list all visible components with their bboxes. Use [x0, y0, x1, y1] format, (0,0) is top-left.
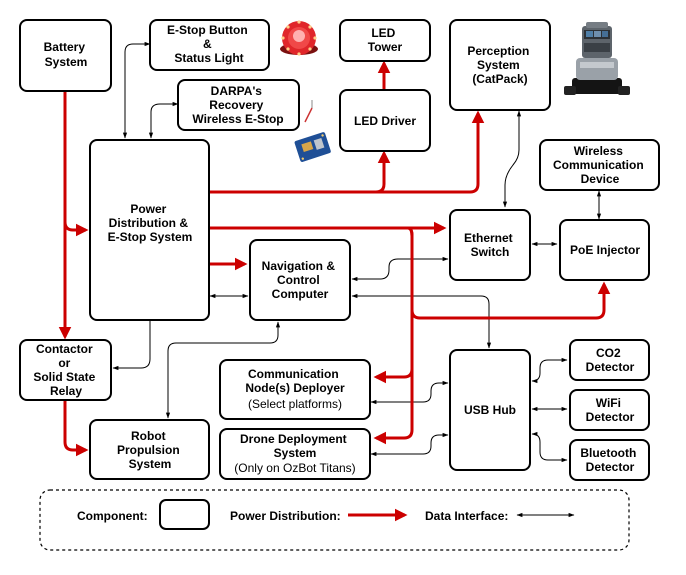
- power-line-drone-deploy: [373, 369, 414, 445]
- legend-power-label: Power Distribution:: [230, 509, 341, 523]
- data-line-nav-propulsion: [165, 321, 281, 419]
- data-line-nav-usb: [351, 293, 492, 349]
- darpa-estop-box: [177, 79, 300, 131]
- wireless-comm-label: Wireless Communication Device: [553, 144, 647, 186]
- data-line-darpa-estop: [148, 101, 179, 139]
- legend-data-label: Data Interface:: [425, 509, 508, 523]
- power-line-comm-deployer: [373, 226, 414, 384]
- legend: Component: Power Distribution: Data Inte…: [39, 489, 630, 551]
- perception-box: [449, 19, 551, 111]
- legend-component-label: Component:: [77, 509, 148, 523]
- data-line-power-contactor: [112, 320, 151, 371]
- comm-deployer-note: (Select platforms): [248, 397, 342, 411]
- data-line-usb-co2: [531, 357, 568, 384]
- component-boxes: [19, 19, 660, 481]
- ethernet-switch-box: [449, 209, 531, 281]
- led-tower-label: LED Tower: [368, 26, 403, 54]
- wireless-comm-box: [539, 139, 660, 191]
- legend-component-box: [159, 499, 210, 530]
- drone-deploy-label: Drone Deployment System: [240, 432, 350, 460]
- data-line-comm-usb: [370, 380, 449, 405]
- comm-deployer-label: Communication Node(s) Deployer: [245, 367, 345, 395]
- ethernet-switch-label: Ethernet Switch: [464, 231, 516, 259]
- legend-frame: [39, 489, 630, 551]
- power-distribution-lines: [58, 60, 611, 457]
- power-distribution-box: [89, 139, 210, 321]
- power-line-led-driver: [210, 150, 391, 194]
- estop-button-label: E-Stop Button & Status Light: [167, 23, 251, 65]
- power-line-perception: [210, 110, 485, 194]
- battery-box: [19, 19, 112, 92]
- led-driver-label: LED Driver: [354, 114, 416, 128]
- co2-box: [569, 339, 650, 381]
- comm-deployer-box: [219, 359, 371, 420]
- darpa-estop-label: DARPA's Recovery Wireless E-Stop: [192, 84, 283, 126]
- data-line-estop-button: [122, 41, 151, 139]
- usb-hub-box: [449, 349, 531, 471]
- wifi-box: [569, 389, 650, 431]
- box-labels: Battery System E-Stop Button & Status Li…: [33, 23, 647, 475]
- drone-deploy-note: (Only on OzBot Titans): [234, 461, 355, 475]
- data-line-perception-switch: [502, 110, 522, 208]
- power-line-contactor-propulsion: [63, 399, 89, 457]
- contactor-label: Contactor or Solid State Relay: [33, 342, 98, 398]
- estop-button-box: [149, 19, 270, 71]
- usb-hub-label: USB Hub: [464, 403, 516, 417]
- data-line-usb-bluetooth: [531, 431, 568, 463]
- wifi-label: WiFi Detector: [586, 396, 635, 424]
- led-driver-box: [339, 89, 431, 152]
- propulsion-box: [89, 419, 210, 480]
- poe-injector-box: [559, 219, 650, 281]
- battery-label: Battery System: [44, 40, 89, 69]
- data-interface-lines: [112, 41, 602, 463]
- perception-label: Perception System (CatPack): [467, 44, 532, 86]
- data-line-drone-usb: [370, 432, 449, 457]
- bluetooth-label: Bluetooth Detector: [580, 446, 639, 474]
- led-tower-box: [339, 19, 431, 62]
- poe-injector-label: PoE Injector: [570, 243, 640, 257]
- power-distribution-label: Power Distribution & E-Stop System: [108, 202, 193, 244]
- co2-label: CO2 Detector: [586, 346, 635, 374]
- drone-deploy-box: [219, 428, 371, 480]
- wireless-estop-board-photo: [294, 100, 331, 162]
- nav-computer-box: [249, 239, 351, 321]
- estop-light-photo: [280, 20, 318, 56]
- nav-computer-label: Navigation & Control Computer: [262, 259, 339, 301]
- power-line-battery-distribution: [63, 92, 89, 237]
- propulsion-label: Robot Propulsion System: [117, 429, 183, 471]
- contactor-box: [19, 339, 112, 401]
- lidar-catpack-photo: [564, 22, 630, 95]
- bluetooth-box: [569, 439, 650, 481]
- data-line-nav-switch: [351, 256, 449, 282]
